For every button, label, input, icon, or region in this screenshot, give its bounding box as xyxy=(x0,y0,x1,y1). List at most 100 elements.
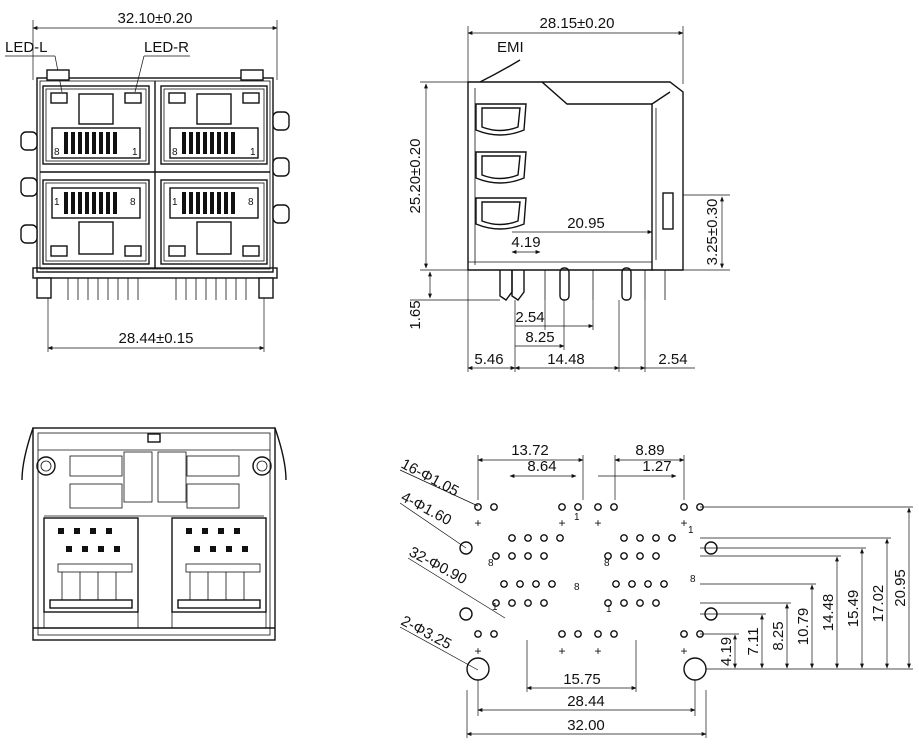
fp-pin-8: 8 xyxy=(690,574,696,585)
footprint-hole xyxy=(540,599,548,607)
bottom-pin-squares xyxy=(58,528,248,552)
footprint-hole xyxy=(604,552,612,560)
footprint-hole xyxy=(620,552,628,560)
side-edge-546-label: 5.46 xyxy=(474,351,503,368)
fp-dim-889: 8.89 xyxy=(635,442,664,459)
fp-pin-8: 8 xyxy=(604,558,610,569)
footprint-hole xyxy=(620,599,628,607)
footprint-hole xyxy=(620,534,628,542)
front-pin-span-label: 28.44±0.15 xyxy=(119,330,194,347)
fp-right-dim-label: 8.25 xyxy=(770,621,787,650)
side-right-height-label: 3.25±0.30 xyxy=(704,199,721,266)
port-top-right: 8 1 xyxy=(160,85,268,165)
front-width-label: 32.10±0.20 xyxy=(118,10,193,27)
footprint-hole xyxy=(644,580,652,588)
footprint-hole xyxy=(610,503,618,511)
pin-1-mark: 1 xyxy=(54,197,60,208)
footprint-plus-mark: + xyxy=(558,644,565,658)
pin-8-mark: 8 xyxy=(54,147,60,158)
footprint-hole xyxy=(474,503,482,511)
bottom-view xyxy=(21,427,287,641)
fp-right-dim-label: 17.02 xyxy=(870,585,887,623)
side-standoff-label: 1.65 xyxy=(407,300,424,329)
pin-1-mark: 1 xyxy=(250,147,256,158)
contacts-bottom-right xyxy=(182,192,235,214)
footprint-hole xyxy=(558,503,566,511)
footprint-hole xyxy=(636,534,644,542)
fp-dim-1575: 15.75 xyxy=(563,671,601,688)
footprint-plus-mark: + xyxy=(558,516,565,530)
footprint-holes: ++++++++ xyxy=(474,503,704,658)
fp-right-dim-label: 4.19 xyxy=(718,637,735,666)
front-pins xyxy=(67,278,247,300)
footprint-hole xyxy=(680,503,688,511)
fp-right-dim-label: 15.49 xyxy=(845,590,862,628)
footprint-right-dimensions: 4.19 7.11 8.25 10.79 14.48 15.49 17.02 20.95 xyxy=(700,506,913,670)
footprint-hole xyxy=(668,534,676,542)
fp-dim-864: 8.64 xyxy=(527,458,556,475)
footprint-hole xyxy=(612,580,620,588)
front-view: 32.10±0.20 LED-L LED-R xyxy=(5,10,290,352)
footprint-hole xyxy=(652,599,660,607)
footprint-hole xyxy=(652,534,660,542)
side-pitch-254-label: 2.54 xyxy=(515,309,544,326)
footprint-hole xyxy=(594,630,602,638)
contacts-top-left xyxy=(64,132,117,154)
footprint-hole xyxy=(500,580,508,588)
side-419-label: 4.19 xyxy=(511,234,540,251)
fp-dim-3200: 32.00 xyxy=(567,717,605,734)
footprint-hole xyxy=(524,552,532,560)
fp-pin-1: 1 xyxy=(606,604,612,615)
fp-pin-8: 8 xyxy=(574,582,580,593)
fp-right-dim-label: 14.48 xyxy=(820,594,837,632)
footprint-hole xyxy=(604,599,612,607)
fp-pin-1: 1 xyxy=(574,512,580,523)
footprint-hole xyxy=(548,580,556,588)
footprint-view: 13.72 8.64 8.89 1.27 16-Φ1.05 4-Φ1.60 32… xyxy=(398,442,913,738)
footprint-hole xyxy=(636,599,644,607)
pin-8-mark: 8 xyxy=(248,197,254,208)
footprint-hole xyxy=(524,599,532,607)
footprint-plus-mark: + xyxy=(474,644,481,658)
fp-dim-2844: 28.44 xyxy=(567,693,605,710)
port-bottom-right: 1 8 xyxy=(160,179,268,265)
footprint-hole xyxy=(508,552,516,560)
fp-right-dim-label: 7.11 xyxy=(745,627,762,655)
contacts-top-right xyxy=(182,132,235,154)
footprint-hole xyxy=(540,534,548,542)
footprint-hole xyxy=(490,630,498,638)
footprint-plus-mark: + xyxy=(680,644,687,658)
footprint-hole xyxy=(556,534,564,542)
footprint-hole xyxy=(540,552,548,560)
side-height-label: 25.20±0.20 xyxy=(407,139,424,214)
fp-right-dim-label: 20.95 xyxy=(892,569,909,607)
footprint-hole xyxy=(574,630,582,638)
port-bottom-left: 1 8 xyxy=(42,179,150,265)
contacts-bottom-left xyxy=(64,192,117,214)
footprint-hole xyxy=(508,599,516,607)
footprint-hole xyxy=(660,580,668,588)
footprint-hole xyxy=(516,580,524,588)
side-depth-label: 28.15±0.20 xyxy=(540,15,615,32)
side-span-825-label: 8.25 xyxy=(525,329,554,346)
led-right-label: LED-R xyxy=(144,39,189,56)
footprint-hole xyxy=(532,580,540,588)
side-span-1448-label: 14.48 xyxy=(547,351,585,368)
footprint-hole xyxy=(574,503,582,511)
pin-1-mark: 1 xyxy=(172,197,178,208)
fp-right-dim-label: 10.79 xyxy=(795,608,812,646)
footprint-plus-mark: + xyxy=(594,644,601,658)
footprint-hole xyxy=(508,534,516,542)
footprint-plus-mark: + xyxy=(680,516,687,530)
side-view: 28.15±0.20 EMI 25.20±0.20 3.25±0.30 20.9… xyxy=(407,15,730,372)
port-top-left: 8 1 xyxy=(42,85,150,165)
footprint-hole xyxy=(524,534,532,542)
footprint-hole xyxy=(652,552,660,560)
footprint-hole xyxy=(594,503,602,511)
footprint-hole xyxy=(628,580,636,588)
footprint-plus-mark: + xyxy=(474,516,481,530)
fp-pin-8: 8 xyxy=(488,558,494,569)
side-2095-label: 20.95 xyxy=(567,215,605,232)
footprint-hole xyxy=(490,503,498,511)
